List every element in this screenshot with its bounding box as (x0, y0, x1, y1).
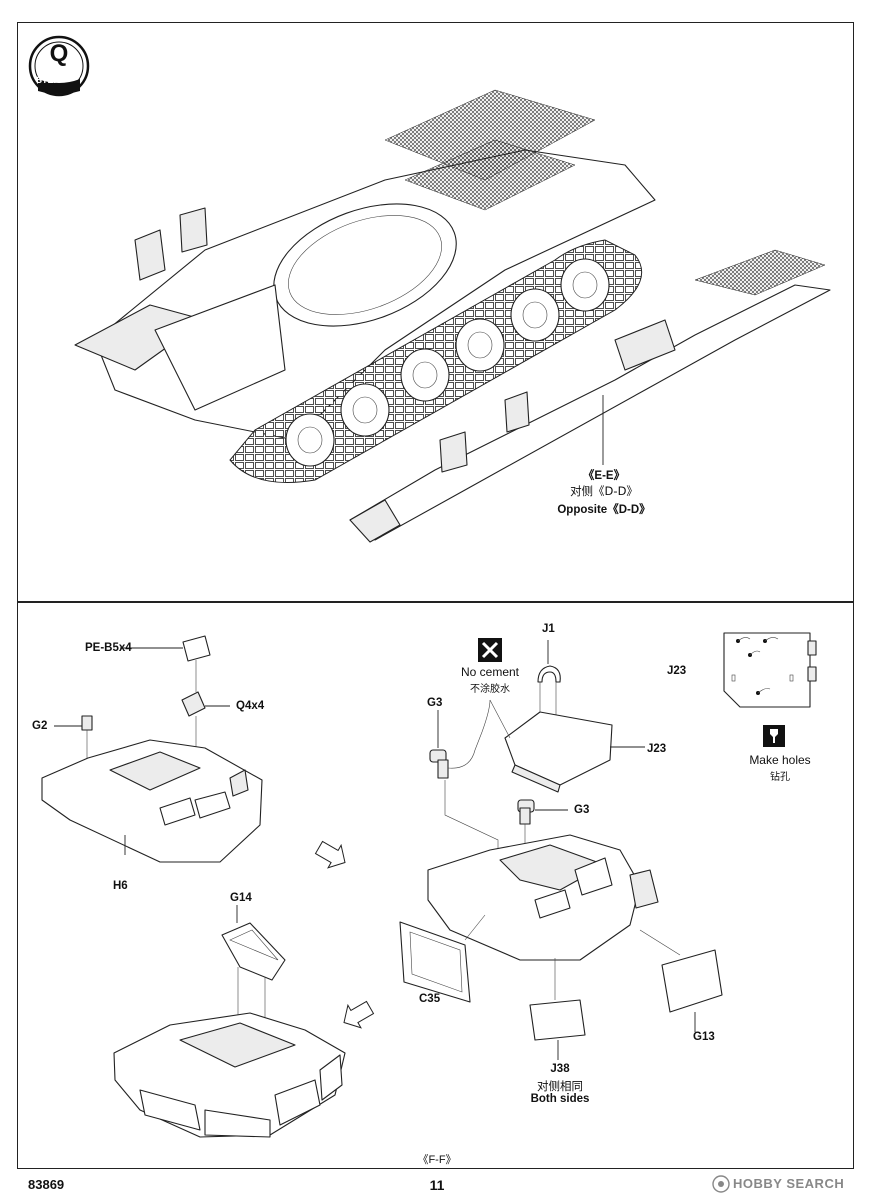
step-number: Q (49, 40, 69, 67)
label-h6: H6 (113, 880, 128, 892)
bottom-panel (17, 602, 854, 1169)
right-assembly (399, 640, 723, 1060)
label-j1: J1 (542, 623, 555, 635)
top-panel (17, 22, 854, 602)
label-j23-a: J23 (647, 743, 667, 755)
hobby-search-logo-icon (712, 1175, 730, 1193)
product-code: 83869 (28, 1177, 65, 1192)
label-both-sides-en: Both sides (530, 1093, 590, 1105)
progress-arrow-1 (314, 840, 346, 869)
step-badge (28, 35, 90, 97)
step-label: STEP (36, 75, 60, 85)
label-g14: G14 (230, 892, 252, 904)
page-number: 11 (429, 1177, 445, 1193)
j23-drill-inset (723, 632, 817, 708)
left-lower-assembly (113, 905, 346, 1138)
label-g2: G2 (32, 720, 48, 732)
no-cement-label: No cement (460, 665, 520, 679)
label-g3-a: G3 (427, 697, 443, 709)
no-cement-icon (478, 638, 502, 662)
callout-opposite-cn: 对侧《D-D》 (570, 484, 638, 498)
make-holes-label: Make holes (749, 753, 811, 767)
callout-e-e: 《E-E》 (582, 470, 626, 482)
label-pe-b5: PE-B5x4 (85, 642, 132, 654)
no-cement-label-cn: 不涂胶水 (470, 684, 510, 695)
make-holes-label-cn: 钻孔 (770, 772, 790, 783)
label-j38: J38 (550, 1063, 570, 1075)
road-wheels (285, 258, 610, 467)
label-q4: Q4x4 (236, 700, 265, 712)
section-marker-f-f: 《F-F》 (417, 1154, 457, 1166)
watermark-text: HOBBY SEARCH (733, 1176, 845, 1191)
left-upper-assembly (41, 635, 263, 863)
callout-opposite-en: Opposite《D-D》 (557, 504, 651, 516)
label-both-sides-cn: 对侧相同 (537, 1079, 583, 1093)
label-g13: G13 (693, 1031, 715, 1043)
label-c35: C35 (419, 993, 441, 1005)
drill-icon (763, 725, 785, 747)
label-g3-b: G3 (574, 804, 590, 816)
tank-hull-illustration (74, 89, 831, 543)
progress-arrow-2 (343, 1000, 375, 1029)
label-j23-b: J23 (667, 665, 687, 677)
